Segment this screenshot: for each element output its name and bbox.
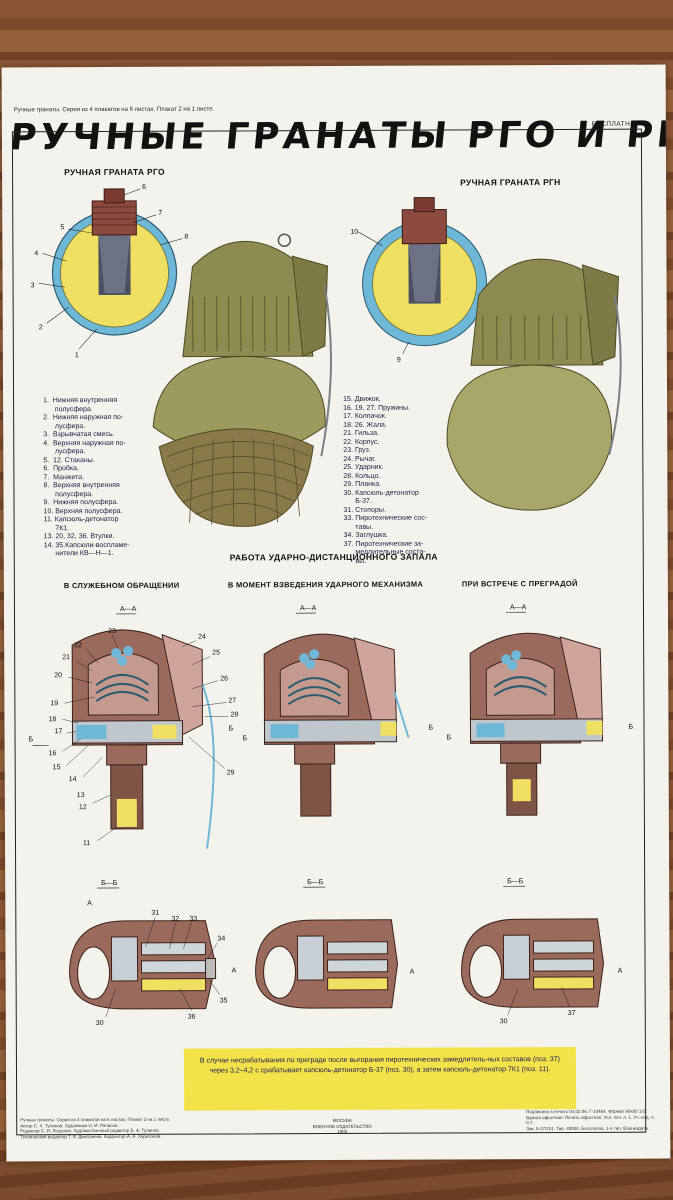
svg-text:23: 23 bbox=[108, 628, 116, 635]
mark-a-right-1: А bbox=[232, 967, 237, 974]
section-aa-label-2: А—А bbox=[300, 605, 317, 612]
mark-a-right-3: А bbox=[618, 968, 623, 975]
mark-b-right-3: Б bbox=[628, 724, 633, 731]
rgn-legend: 15. Движок.16. 19, 27. Пружины.17. Колпа… bbox=[343, 395, 428, 565]
rgo-callout-6: 6 bbox=[142, 184, 146, 191]
rgn-callout-9: 9 bbox=[397, 357, 401, 364]
rgo-callout-5: 5 bbox=[60, 224, 64, 231]
svg-text:33: 33 bbox=[189, 916, 197, 923]
section-bb-label-2: Б—Б bbox=[307, 879, 324, 886]
imprint-center: МОСКВА ВОЕННОЕ ИЗДАТЕЛЬСТВО 1985 bbox=[312, 1117, 372, 1134]
svg-text:18: 18 bbox=[48, 716, 56, 723]
mark-b-right-2: Б bbox=[428, 725, 433, 732]
fuze-section-aa-1: А—А Б Б 23 22 21 20 19 18 17 bbox=[29, 606, 238, 849]
stage-2-title: В МОМЕНТ ВЗВЕДЕНИЯ УДАРНОГО МЕХАНИЗМА bbox=[227, 579, 424, 590]
fuze-section-bb-2: Б—Б А bbox=[255, 879, 415, 1009]
mark-b-left-2: Б bbox=[243, 735, 248, 742]
svg-text:37: 37 bbox=[568, 1010, 576, 1017]
imprint-right: Подписано в печать 04.02.86. Г-10464. Фо… bbox=[526, 1108, 655, 1131]
svg-text:34: 34 bbox=[217, 935, 225, 942]
svg-text:14: 14 bbox=[69, 776, 77, 783]
svg-text:22: 22 bbox=[74, 642, 82, 649]
mark-a-right-2: А bbox=[410, 969, 415, 976]
rgo-cutaway-diagram: 1 2 3 4 5 6 7 8 bbox=[31, 184, 189, 359]
svg-text:12: 12 bbox=[79, 804, 87, 811]
svg-text:16: 16 bbox=[49, 750, 57, 757]
rgn-grenade-illustration bbox=[446, 258, 622, 511]
svg-text:11: 11 bbox=[83, 840, 90, 847]
rgo-callout-2: 2 bbox=[39, 324, 43, 331]
svg-text:32: 32 bbox=[171, 916, 179, 923]
rgo-legend: 1. Нижняя внутренняя полусфера.2. Нижняя… bbox=[43, 396, 130, 558]
rgo-callout-7: 7 bbox=[158, 210, 162, 217]
imprint-left: Ручные гранаты. Серия из 4 плакатов на 6… bbox=[20, 1116, 171, 1139]
fuze-section-bb-3: Б—Б А 30 37 bbox=[461, 878, 623, 1025]
section-bb-label-3: Б—Б bbox=[507, 878, 524, 885]
mark-b-left-1: Б bbox=[29, 736, 34, 743]
stage-1-title: В СЛУЖЕБНОМ ОБРАЩЕНИИ bbox=[63, 580, 180, 591]
svg-text:29: 29 bbox=[227, 769, 235, 776]
fuze-section-bb-1: Б—Б А А 31 32 33 34 35 36 30 bbox=[69, 880, 237, 1027]
rgo-grenade-illustration bbox=[152, 233, 333, 527]
mark-b-right-1: Б bbox=[228, 725, 233, 732]
svg-text:31: 31 bbox=[151, 910, 159, 917]
svg-text:17: 17 bbox=[55, 728, 63, 735]
rgo-title: РУЧНАЯ ГРАНАТА РГО bbox=[64, 166, 165, 178]
svg-text:30: 30 bbox=[500, 1018, 508, 1025]
note-box: В случае несрабатывания по преграде посл… bbox=[183, 1046, 577, 1111]
svg-text:35: 35 bbox=[220, 997, 228, 1004]
rgo-callout-1: 1 bbox=[75, 352, 79, 359]
svg-text:20: 20 bbox=[54, 672, 62, 679]
svg-text:27: 27 bbox=[228, 697, 236, 704]
svg-text:21: 21 bbox=[62, 654, 70, 661]
rgo-callout-8: 8 bbox=[184, 234, 188, 241]
svg-text:36: 36 bbox=[188, 1014, 196, 1021]
poster: Ручные гранаты. Серия из 4 плакатов на 6… bbox=[1, 64, 671, 1162]
svg-text:24: 24 bbox=[198, 634, 206, 641]
section-aa-label-1: А—А bbox=[120, 606, 137, 613]
mark-a-top-1: А bbox=[87, 900, 92, 907]
rgn-cutaway-diagram: 10 9 bbox=[350, 197, 488, 364]
section-aa-label-3: А—А bbox=[510, 604, 527, 611]
rgn-title: РУЧНАЯ ГРАНАТА РГН bbox=[460, 177, 561, 188]
svg-text:26: 26 bbox=[220, 675, 228, 682]
svg-text:13: 13 bbox=[77, 792, 85, 799]
fuze-section-aa-2: А—А Б Б bbox=[243, 605, 434, 817]
svg-text:30: 30 bbox=[96, 1020, 104, 1027]
series-line: Ручные гранаты. Серия из 4 плакатов на 6… bbox=[13, 106, 215, 114]
rgo-callout-4: 4 bbox=[34, 250, 38, 257]
rgo-callout-3: 3 bbox=[31, 282, 35, 289]
rgn-callout-10: 10 bbox=[350, 229, 358, 236]
fuze-title: РАБОТА УДАРНО-ДИСТАНЦИОННОГО ЗАПАЛА bbox=[229, 551, 438, 563]
fuze-section-aa-3: А—А Б Б bbox=[447, 604, 634, 816]
svg-text:15: 15 bbox=[53, 764, 61, 771]
svg-text:28: 28 bbox=[230, 711, 238, 718]
stage-3-title: ПРИ ВСТРЕЧЕ С ПРЕГРАДОЙ bbox=[461, 578, 578, 589]
mark-b-left-3: Б bbox=[447, 734, 452, 741]
svg-text:19: 19 bbox=[50, 700, 58, 707]
section-bb-label-1: Б—Б bbox=[101, 880, 118, 887]
svg-text:25: 25 bbox=[212, 650, 220, 657]
